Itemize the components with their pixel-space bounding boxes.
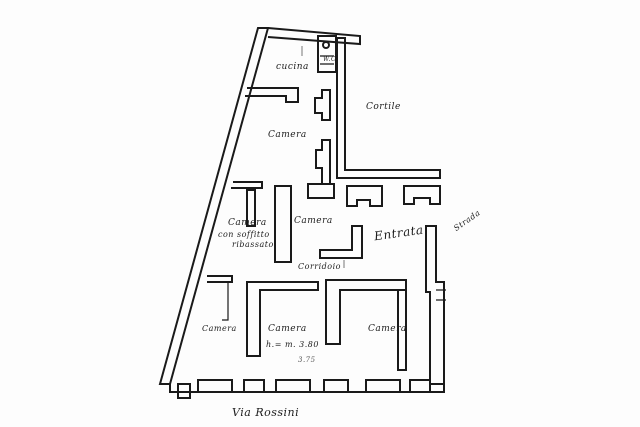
- east-pier-1: [346, 185, 383, 207]
- wc-fixture: [322, 41, 330, 49]
- height-annotation: h.= m. 3.80: [266, 340, 319, 349]
- room-wall-bl: [246, 281, 319, 357]
- courtyard-wall: [336, 37, 441, 179]
- window-pier-4: [323, 379, 349, 393]
- street-label-via-rossini: Via Rossini: [232, 406, 300, 419]
- niche-upper: [314, 89, 331, 121]
- window-pier-1: [197, 379, 233, 393]
- window-pier-5: [365, 379, 401, 393]
- wc-enclosure: [317, 35, 337, 73]
- entrance-wall: [319, 225, 363, 259]
- room-label-cortile: Cortile: [366, 102, 401, 112]
- east-wall: [425, 225, 445, 385]
- room-wall-bc: [325, 279, 407, 345]
- kitchen-partition: [245, 87, 299, 103]
- room-label-camera-bottom-left: Camera: [202, 324, 237, 333]
- room-label-soffitto-line2: con soffitto: [218, 230, 270, 239]
- room-label-camera-soffitto: Camera: [228, 218, 267, 228]
- room-label-camera-bottom-right: Camera: [368, 324, 407, 334]
- central-partition: [274, 185, 292, 263]
- room-label-cucina: cucina: [276, 62, 309, 72]
- niche-lower: [315, 139, 331, 185]
- room-label-soffitto-line3: ribassato: [232, 240, 274, 249]
- room-label-corridoio: Corridoio: [298, 262, 341, 271]
- window-pier-6: [409, 379, 431, 393]
- room-label-wc: W.C.: [323, 56, 339, 63]
- room-label-camera-middle: Camera: [294, 216, 333, 226]
- room-wall-br: [397, 289, 407, 371]
- east-pier-2: [403, 185, 441, 205]
- room-label-camera-upper: Camera: [268, 130, 307, 140]
- window-pier-2: [243, 379, 265, 393]
- upper-room-wall: [231, 181, 263, 189]
- window-pier-3: [275, 379, 311, 393]
- room-label-camera-bottom-center: Camera: [268, 324, 307, 334]
- scribble-annotation: 3.75: [298, 356, 316, 364]
- north-wall: [267, 27, 361, 46]
- corridor-wall-left: [207, 275, 233, 283]
- south-facade: [160, 383, 445, 393]
